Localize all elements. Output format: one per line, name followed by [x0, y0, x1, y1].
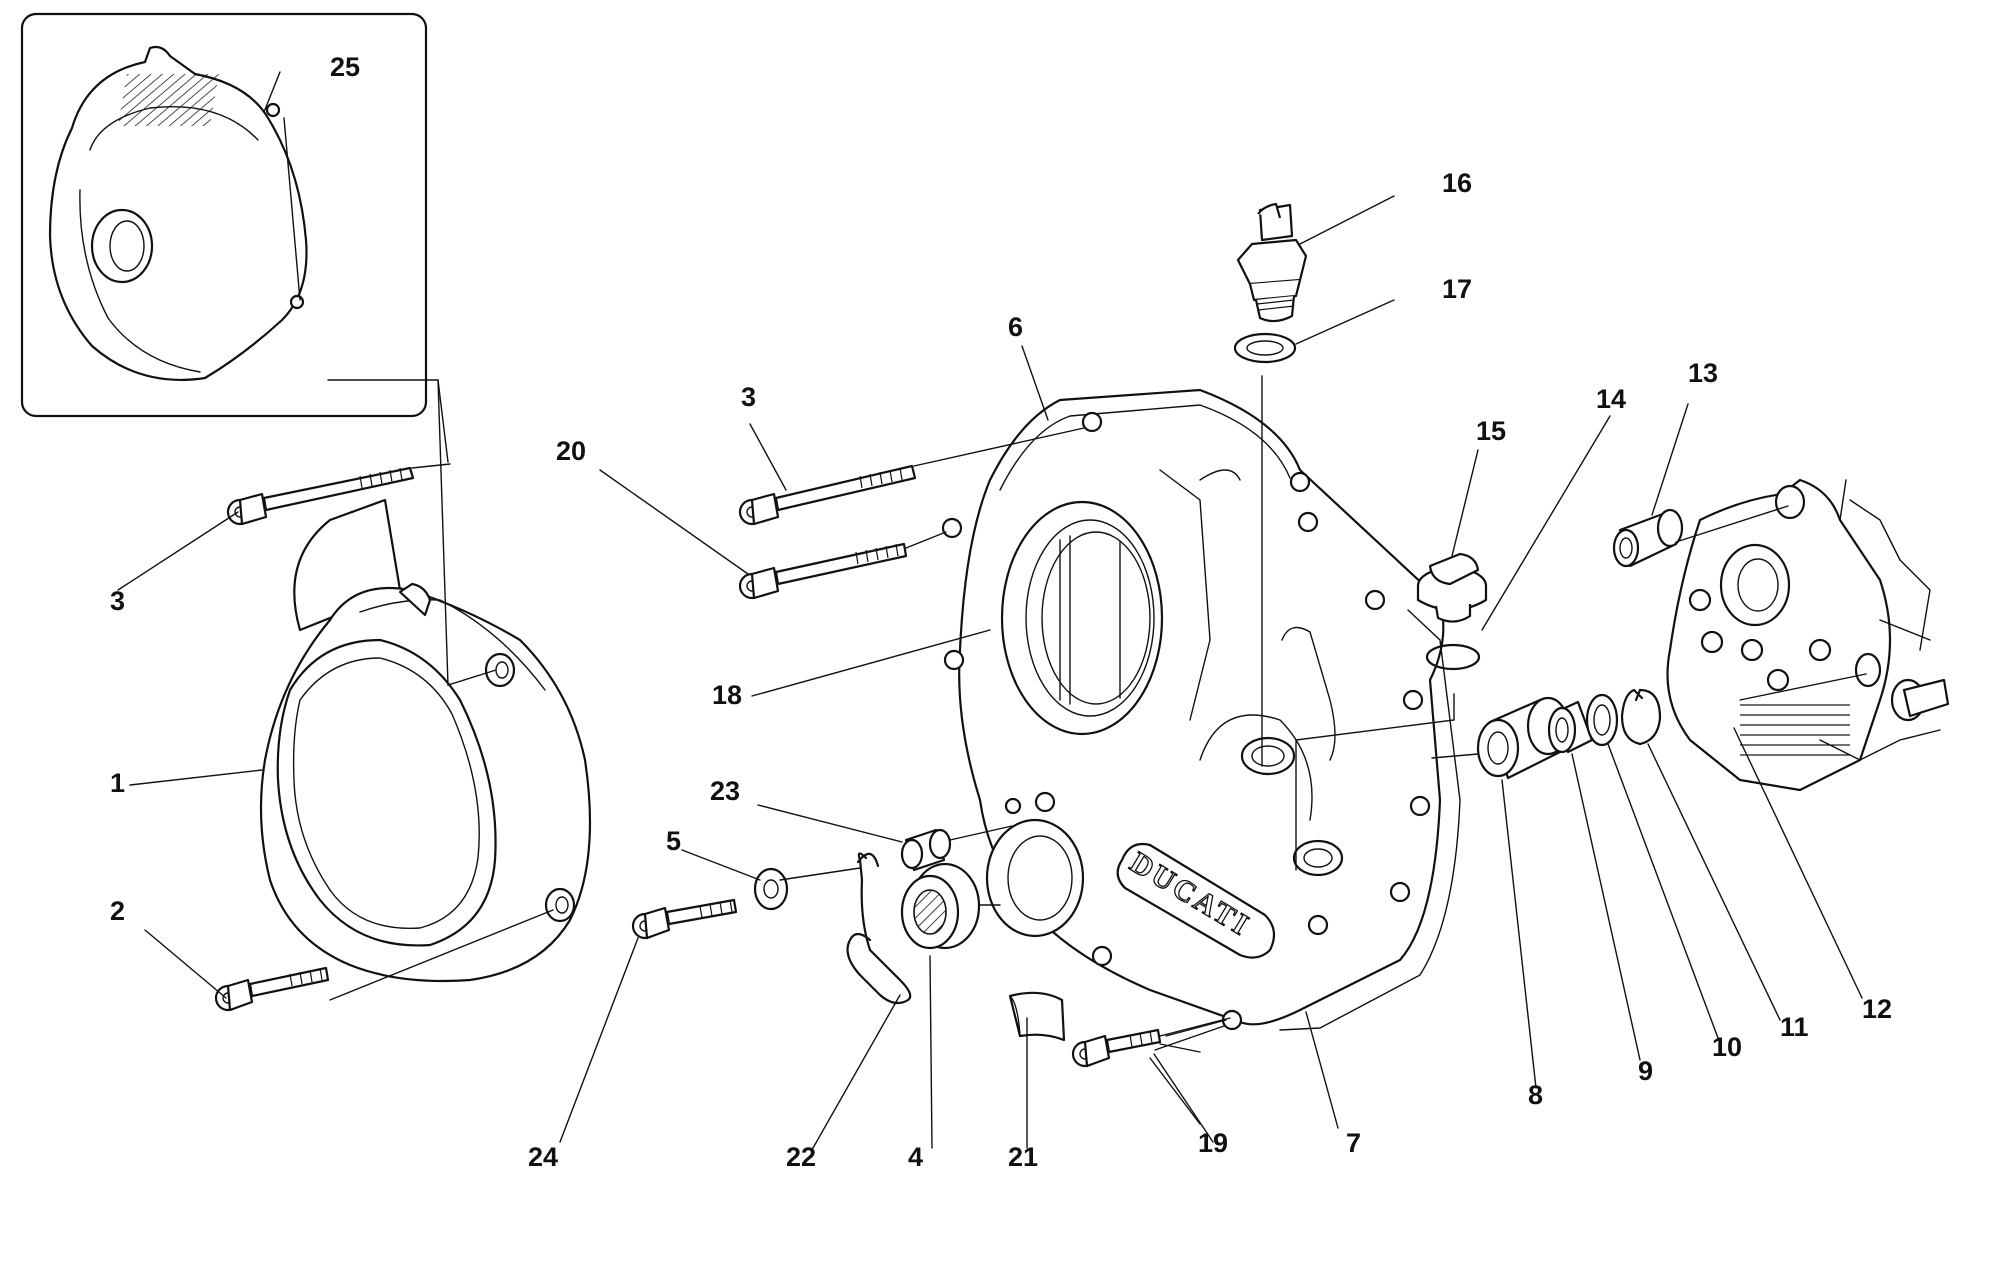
washer-5: [753, 867, 789, 911]
callout-18: 18: [712, 680, 742, 710]
callout-4: 4: [908, 1142, 923, 1172]
callout-25: 25: [330, 52, 360, 82]
bolt-3-right: [738, 464, 917, 526]
callout-1: 1: [110, 768, 125, 798]
callout-3b: 3: [741, 382, 756, 412]
bolt-3-left: [226, 466, 415, 526]
bolt-19: [1071, 1028, 1162, 1068]
callout-7: 7: [1346, 1128, 1361, 1158]
sealing-washer-17: [1233, 332, 1297, 364]
callout-labels: 25 16 17 6 3 13 14 15 20 3 18 1 23 5 2 1…: [110, 52, 1892, 1172]
callout-16: 16: [1442, 168, 1472, 198]
leader-lines: [117, 71, 1867, 1149]
callout-23: 23: [710, 776, 740, 806]
callout-12: 12: [1862, 994, 1892, 1024]
callout-22: 22: [786, 1142, 816, 1172]
alternative-clutch-cover-25: [48, 45, 308, 381]
bolt-24: [631, 898, 738, 940]
callout-15: 15: [1476, 416, 1506, 446]
callout-14: 14: [1596, 384, 1626, 414]
callout-8: 8: [1528, 1080, 1543, 1110]
callout-13: 13: [1688, 358, 1718, 388]
o-ring-14: [1425, 643, 1481, 671]
callout-9: 9: [1638, 1056, 1653, 1086]
temperature-sender-16: [1236, 202, 1308, 323]
retaining-clip-22: [846, 852, 912, 1005]
bushing-9: [1547, 700, 1594, 754]
cover-bolt-holes: [941, 411, 1431, 1031]
callout-2: 2: [110, 896, 125, 926]
callout-3a: 3: [110, 586, 125, 616]
callout-21: 21: [1008, 1142, 1038, 1172]
callout-6: 6: [1008, 312, 1023, 342]
callout-10: 10: [1712, 1032, 1742, 1062]
callout-11: 11: [1780, 1012, 1809, 1042]
circlip-11: [1620, 688, 1662, 746]
bushing-8: [1476, 696, 1570, 780]
bolt-2: [214, 966, 330, 1012]
bolt-20: [738, 542, 908, 600]
callout-5: 5: [666, 826, 681, 856]
plate-21: [1008, 991, 1066, 1042]
callout-20: 20: [556, 436, 586, 466]
callout-19: 19: [1198, 1128, 1228, 1158]
crankcase-section: [1666, 478, 1950, 792]
callout-24: 24: [528, 1142, 558, 1172]
callout-17: 17: [1442, 274, 1472, 304]
washer-10: [1585, 693, 1619, 747]
oil-seal-4: [900, 862, 981, 950]
inset-frame: [20, 12, 428, 418]
bushing-13: [1612, 508, 1684, 568]
spacer-23: [900, 828, 952, 872]
clutch-cover-1: [259, 498, 592, 983]
clutch-housing-cover-6: DUCATI: [941, 388, 1461, 1031]
oil-filler-plug-15: [1416, 552, 1488, 623]
